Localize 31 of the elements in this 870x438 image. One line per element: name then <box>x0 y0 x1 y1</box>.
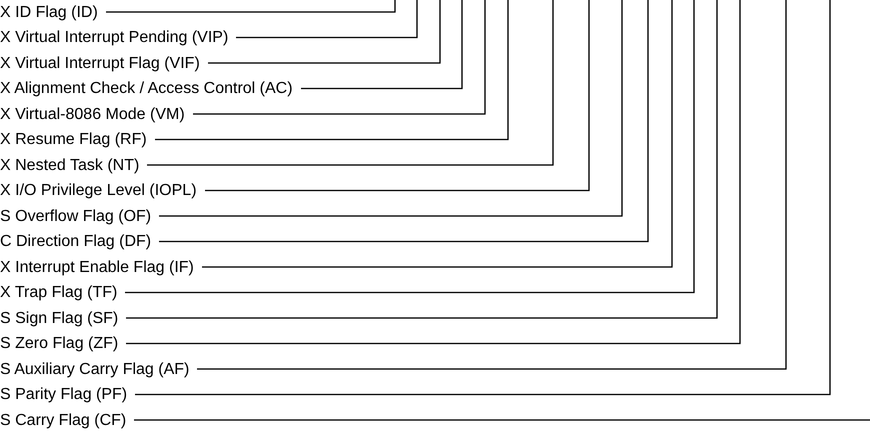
flag-label: X Resume Flag (RF) <box>0 130 147 149</box>
leader-line <box>208 0 441 64</box>
leader-line <box>301 0 463 90</box>
flag-label: S Parity Flag (PF) <box>0 385 128 404</box>
leader-line <box>159 0 649 242</box>
flag-label: X I/O Privilege Level (IOPL) <box>0 181 197 200</box>
flag-label: X ID Flag (ID) <box>0 2 98 22</box>
flag-label: X Virtual Interrupt Pending (VIP) <box>0 28 228 47</box>
leader-line <box>134 419 870 421</box>
leader-line <box>236 0 418 38</box>
leader-line <box>205 0 590 192</box>
flag-label: X Interrupt Enable Flag (IF) <box>0 258 194 276</box>
flag-label: X Alignment Check / Access Control (AC) <box>0 79 293 98</box>
leader-line <box>135 0 831 396</box>
flag-label: S Auxiliary Carry Flag (AF) <box>0 360 190 378</box>
flag-label: X Virtual-8086 Mode (VM) <box>0 104 185 124</box>
flag-label: S Zero Flag (ZF) <box>0 334 118 353</box>
leader-line <box>147 0 554 166</box>
flag-label: X Virtual Interrupt Flag (VIF) <box>0 54 200 72</box>
leader-line <box>155 0 509 140</box>
leader-line <box>193 0 486 115</box>
leader-line <box>202 0 673 268</box>
leader-line <box>106 0 396 13</box>
flag-label: X Nested Task (NT) <box>0 156 140 174</box>
flag-label: S Sign Flag (SF) <box>0 308 118 328</box>
flag-label: S Overflow Flag (OF) <box>0 206 152 226</box>
flag-label: X Trap Flag (TF) <box>0 283 118 302</box>
leader-line <box>159 0 623 217</box>
flag-label: C Direction Flag (DF) <box>0 232 152 251</box>
flag-label: S Carry Flag (CF) <box>0 410 126 430</box>
leader-line <box>197 0 787 370</box>
